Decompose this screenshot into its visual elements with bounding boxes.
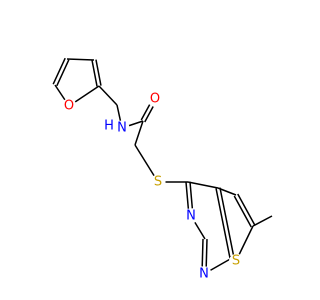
single-bond-line — [252, 215, 273, 227]
atom-label-background — [229, 254, 243, 268]
single-bond-line — [238, 225, 254, 255]
bond-layer — [52, 57, 273, 271]
atom-label-n: N — [199, 267, 209, 282]
double-bond-line — [237, 193, 256, 226]
atom-label-s: S — [154, 175, 162, 190]
atom-label-background — [102, 119, 116, 133]
double-bond-line — [215, 188, 231, 259]
single-bond-line — [134, 144, 155, 177]
double-bond-line — [219, 187, 235, 258]
single-bond-line — [128, 120, 144, 127]
single-bond-line — [217, 187, 237, 196]
double-bond-line — [52, 57, 66, 85]
atom-label-h: H — [104, 119, 114, 134]
single-bond-line — [54, 84, 66, 101]
double-bond-line — [185, 182, 190, 209]
atom-label-s: S — [232, 254, 240, 269]
double-bond-line — [233, 195, 252, 228]
atom-label-background — [184, 209, 198, 223]
single-bond-line — [134, 120, 144, 146]
double-bond-line — [95, 59, 102, 86]
single-bond-line — [210, 257, 233, 271]
double-bond-line — [144, 106, 154, 123]
double-bond-line — [56, 59, 70, 87]
single-bond-line — [66, 58, 95, 61]
single-bond-line — [74, 85, 100, 103]
single-bond-line — [187, 181, 219, 189]
single-bond-line — [116, 104, 122, 121]
atom-label-o: O — [150, 92, 160, 107]
double-bond-line — [201, 238, 204, 267]
atom-label-o: O — [64, 99, 74, 114]
atom-label-background — [197, 267, 211, 281]
atom-label-background — [148, 92, 162, 106]
double-bond-line — [91, 60, 98, 87]
single-bond-line — [194, 222, 206, 240]
atom-label-background — [115, 121, 129, 135]
atom-label-n: N — [186, 209, 196, 224]
double-bond-line — [205, 239, 208, 267]
atom-label-n: N — [117, 121, 127, 136]
single-bond-line — [98, 85, 118, 106]
double-bond-line — [189, 181, 194, 209]
atom-label-background — [62, 99, 76, 113]
double-bond-line — [140, 104, 151, 121]
atom-label-background — [151, 175, 165, 189]
